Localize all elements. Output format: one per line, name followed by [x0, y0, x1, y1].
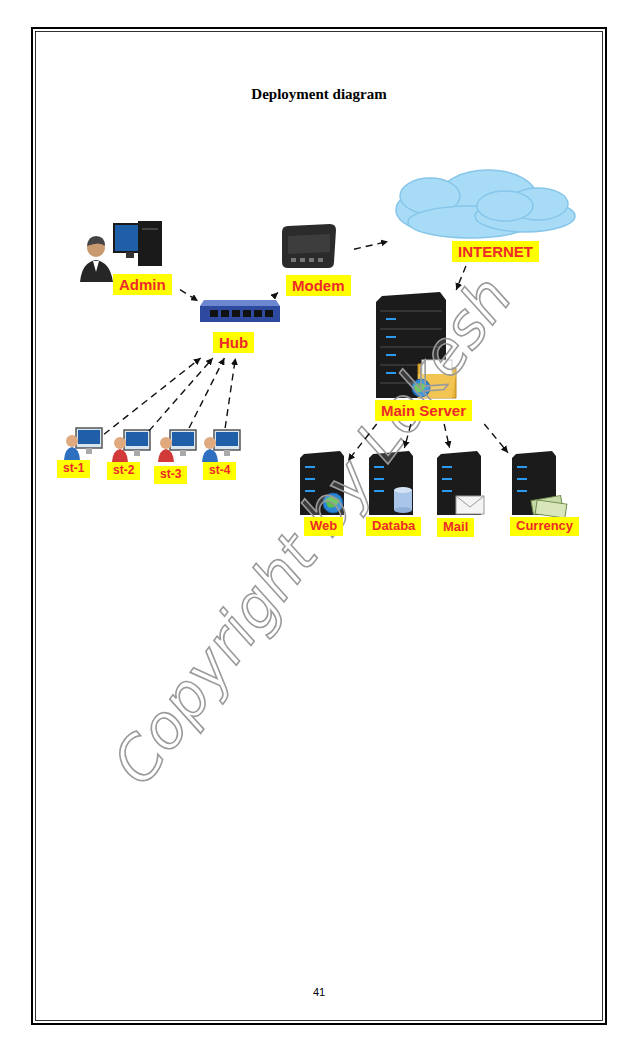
device-node: Modem [278, 218, 354, 298]
main-server-icon [376, 292, 456, 398]
node-label: Currency [510, 517, 579, 536]
page-border [32, 28, 606, 1024]
page-border-inner [36, 32, 603, 1021]
dashed-connector [180, 290, 198, 301]
node-label: Databa [366, 517, 421, 536]
device-node: Web [296, 448, 348, 540]
node-label: Web [304, 517, 343, 536]
web-server-icon [300, 451, 344, 515]
node-label: Mail [437, 518, 474, 537]
node-label: st-4 [203, 462, 236, 480]
dashed-connector [104, 358, 201, 434]
page-number: 41 [0, 986, 638, 998]
cloud-icon [396, 170, 575, 238]
node-label: st-3 [154, 466, 187, 484]
device-node: Main Server [370, 290, 488, 424]
device-node: st-1 [54, 426, 104, 482]
device-node: st-3 [152, 428, 196, 488]
dashed-connector [456, 266, 466, 290]
device-node: Mail [434, 448, 486, 540]
device-node: Admin [78, 218, 180, 298]
dashed-connector [348, 424, 377, 461]
node-label: st-1 [57, 460, 90, 478]
dashed-connector [274, 293, 278, 297]
hub-icon [200, 300, 280, 322]
device-node: Databa [364, 448, 420, 540]
device-node: INTERNET [388, 172, 582, 266]
device-node: Hub [198, 296, 282, 358]
node-label: Hub [213, 332, 254, 353]
node-label: Admin [113, 274, 172, 295]
dashed-connector [189, 358, 224, 428]
device-node: Currency [508, 448, 576, 540]
modem-icon [282, 224, 336, 268]
diagram-title: Deployment diagram [0, 86, 638, 103]
dashed-connector [225, 358, 235, 428]
dashed-connector [404, 424, 410, 448]
admin-icon [80, 221, 162, 282]
dashed-connector [149, 358, 213, 431]
node-label: Modem [286, 275, 351, 296]
mail-server-icon [437, 451, 484, 515]
node-label: st-2 [107, 462, 140, 480]
student-icons [64, 428, 240, 462]
dashed-connector [484, 424, 508, 453]
database-server-icon [369, 451, 413, 515]
node-label: INTERNET [452, 241, 539, 262]
device-node: st-4 [198, 428, 244, 484]
dashed-connector [444, 424, 449, 448]
currency-server-icon [512, 451, 567, 518]
device-node: st-2 [105, 428, 149, 484]
dashed-connector [354, 241, 388, 249]
node-label: Main Server [375, 400, 472, 421]
